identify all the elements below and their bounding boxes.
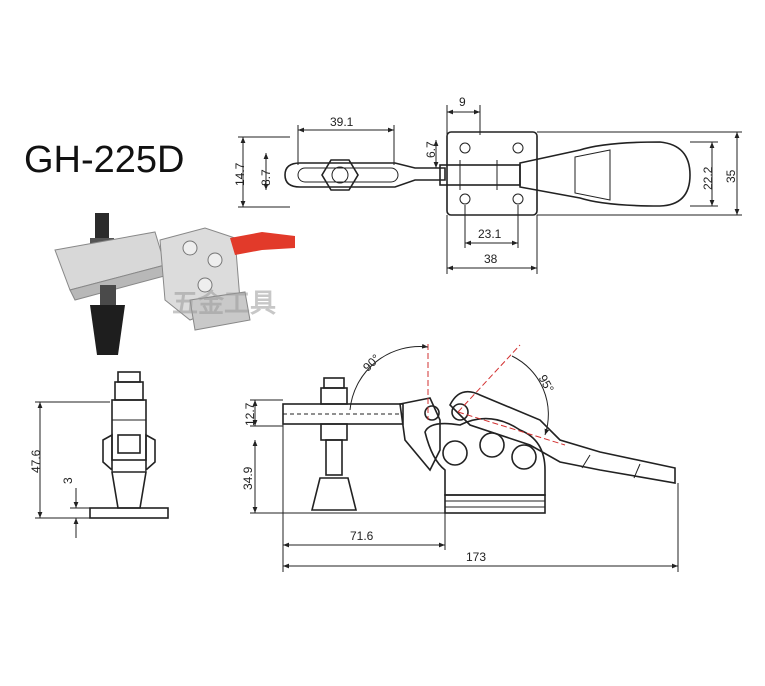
front-view: 47.6 3 <box>29 371 169 538</box>
front-view-spindle-cap <box>111 471 147 509</box>
dim-47-6: 47.6 <box>29 449 43 473</box>
dim-9: 9 <box>459 95 466 109</box>
top-view-base-plate <box>446 131 538 216</box>
top-view-handle <box>519 141 691 207</box>
dim-71-6: 71.6 <box>350 529 374 543</box>
render-bolt-top <box>95 213 109 243</box>
dim-34-9: 34.9 <box>241 466 255 490</box>
centerline-open <box>457 344 521 413</box>
dim-8-7: 8.7 <box>259 169 273 186</box>
model-title: GH-225D <box>24 139 185 181</box>
top-view-hex-nut <box>321 159 359 191</box>
side-view: 90° 95° 12.7 34.9 71.6 173 <box>241 343 679 572</box>
side-view-spindle-cap <box>310 477 358 511</box>
dim-23-1: 23.1 <box>478 227 502 241</box>
dim-3: 3 <box>61 477 75 484</box>
centerline-closed <box>457 411 566 446</box>
angle-90: 90° <box>360 351 383 374</box>
render-base <box>189 291 251 331</box>
dim-39-1: 39.1 <box>330 115 354 129</box>
dim-6-7: 6.7 <box>424 141 438 158</box>
dim-12-7: 12.7 <box>243 402 257 426</box>
dim-22-2: 22.2 <box>701 166 715 190</box>
top-view-body <box>439 164 521 186</box>
top-view-strap <box>284 162 446 188</box>
front-view-body <box>111 399 147 461</box>
dim-14-7: 14.7 <box>233 162 247 186</box>
angle-95: 95° <box>536 372 557 395</box>
watermark-text: 五金工具 <box>172 288 276 319</box>
side-view-body <box>424 417 546 496</box>
top-view-slot <box>297 167 399 183</box>
side-view-handle <box>449 390 676 484</box>
top-view-nut-hole <box>331 166 349 184</box>
render-red-handle <box>230 232 295 255</box>
product-render <box>54 213 295 355</box>
render-spindle-cap <box>90 305 125 355</box>
front-view-base <box>89 507 169 519</box>
side-view-base <box>444 494 546 514</box>
top-view: 39.1 9 6.7 14.7 8.7 22.2 35 23.1 38 <box>233 95 742 274</box>
dim-38: 38 <box>484 252 498 266</box>
dim-35: 35 <box>724 169 738 183</box>
dim-173: 173 <box>466 550 486 564</box>
